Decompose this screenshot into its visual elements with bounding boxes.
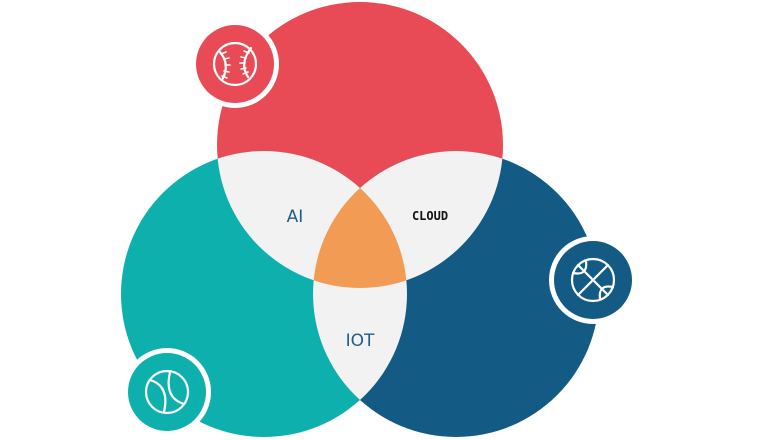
baseball-icon xyxy=(212,41,258,87)
label-cloud: CLOUD xyxy=(412,209,448,223)
tennis-ball-icon xyxy=(144,369,190,415)
basketball-icon xyxy=(570,257,616,303)
baseball-badge xyxy=(191,20,279,108)
tennis-ball-badge xyxy=(123,348,211,436)
basketball-badge xyxy=(549,236,637,324)
label-iot: IOT xyxy=(346,331,375,351)
label-ai: AI xyxy=(287,207,304,227)
overlap-center xyxy=(313,151,407,288)
